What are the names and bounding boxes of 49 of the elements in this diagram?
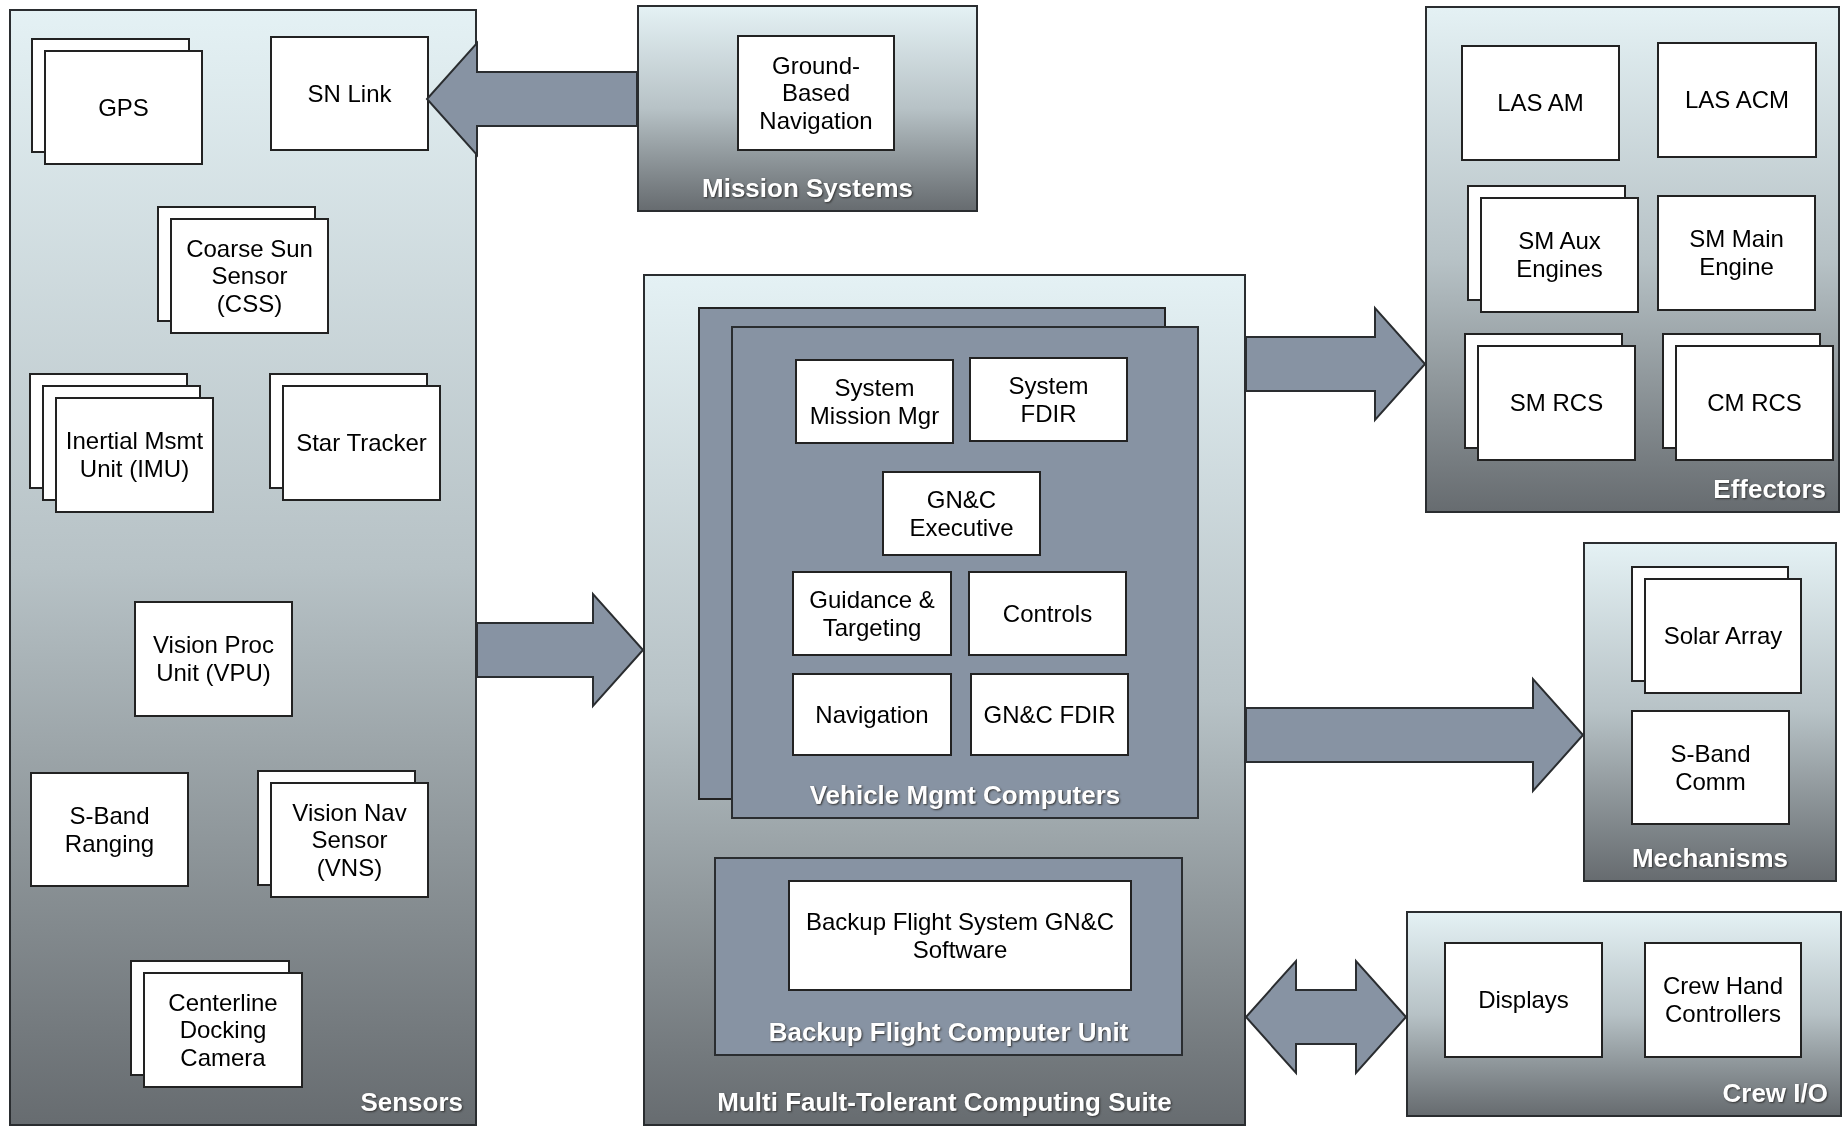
panel-title: Mission Systems	[702, 171, 913, 204]
panel-title: Multi Fault-Tolerant Computing Suite	[717, 1085, 1172, 1118]
component-box: Centerline Docking Camera	[143, 972, 303, 1088]
component-box: S-Band Ranging	[30, 772, 189, 887]
group-panel	[9, 9, 477, 1126]
component-box: Vision Nav Sensor (VNS)	[270, 782, 429, 898]
component-box: Crew Hand Controllers	[1644, 942, 1802, 1058]
component-box: System FDIR	[969, 357, 1128, 442]
panel-title: Crew I/O	[1722, 1076, 1828, 1109]
panel-title: Backup Flight Computer Unit	[768, 1015, 1129, 1048]
panel-title: Mechanisms	[1631, 841, 1789, 874]
component-box: SM Main Engine	[1657, 195, 1816, 311]
component-box: GN&C FDIR	[970, 673, 1129, 756]
block-arrow	[1245, 676, 1585, 794]
group-panel	[1583, 542, 1837, 882]
component-box: LAS ACM	[1657, 42, 1817, 158]
panel-title: Vehicle Mgmt Computers	[809, 778, 1121, 811]
component-box: Star Tracker	[282, 385, 441, 501]
block-arrow	[425, 40, 638, 158]
component-box: Vision Proc Unit (VPU)	[134, 601, 293, 717]
component-box: Controls	[968, 571, 1127, 656]
computer-panel	[714, 857, 1183, 1056]
component-box: Guidance & Targeting	[792, 571, 952, 656]
component-box: LAS AM	[1461, 45, 1620, 161]
component-box: Backup Flight System GN&C Software	[788, 880, 1132, 991]
computer-panel	[731, 326, 1199, 819]
panel-title: Effectors	[1713, 472, 1826, 505]
component-box: SN Link	[270, 36, 429, 151]
component-box: Displays	[1444, 942, 1603, 1058]
component-box: S-Band Comm	[1631, 710, 1790, 825]
group-panel	[1425, 6, 1840, 513]
block-arrow	[1244, 958, 1408, 1076]
block-arrow	[476, 591, 645, 709]
component-box: GN&C Executive	[882, 471, 1041, 556]
component-box: SM Aux Engines	[1480, 197, 1639, 313]
block-arrow	[1245, 305, 1427, 423]
group-panel	[1406, 911, 1842, 1117]
group-panel	[637, 5, 978, 212]
component-box: System Mission Mgr	[795, 359, 954, 444]
panel-title: Sensors	[360, 1085, 463, 1118]
component-box: Inertial Msmt Unit (IMU)	[55, 397, 214, 513]
component-box: Solar Array	[1644, 578, 1802, 694]
component-box: SM RCS	[1477, 345, 1636, 461]
component-box: GPS	[44, 50, 203, 165]
component-box: Coarse Sun Sensor (CSS)	[170, 218, 329, 334]
group-panel	[643, 274, 1246, 1126]
component-box: Navigation	[792, 673, 952, 756]
component-box: Ground-Based Navigation	[737, 35, 895, 151]
component-box: CM RCS	[1675, 345, 1834, 461]
